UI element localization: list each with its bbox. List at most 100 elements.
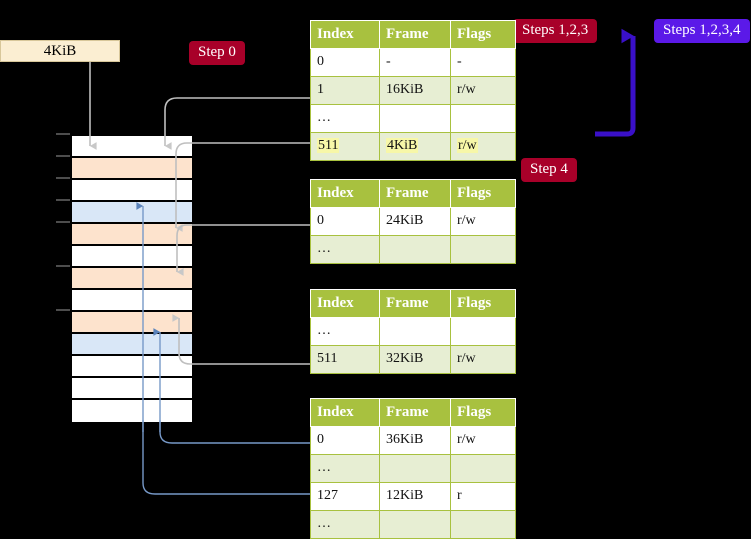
table-cell: 0 (310, 48, 380, 77)
memory-frame-row (72, 334, 192, 356)
table-cell: r/w (450, 345, 516, 374)
table-cell: 0 (310, 207, 380, 236)
table-cell: … (310, 317, 380, 346)
physical-memory-column (70, 134, 194, 424)
table-row: 511 4KiB r/w (310, 132, 516, 161)
table-cell (450, 235, 516, 264)
column-header-flags: Flags (450, 20, 516, 49)
table-cell (379, 317, 451, 346)
wire-table0-row511 (175, 142, 310, 232)
table-cell: 12KiB (379, 482, 451, 511)
wire-table3-row127-seg (142, 420, 310, 495)
column-header-frame: Frame (379, 179, 451, 208)
memory-tick-mark (56, 265, 70, 267)
badge-label: Step 0 (198, 44, 236, 60)
memory-column-divider (136, 136, 138, 422)
table-cell: 1 (310, 76, 380, 105)
table-cell: … (310, 454, 380, 483)
highlighted-value: 4KiB (386, 138, 419, 153)
table-row: … (310, 317, 516, 346)
frame-size-box: 4KiB (0, 40, 120, 62)
table-row: … (310, 510, 516, 539)
badge-label: Step 4 (530, 161, 568, 177)
column-header-frame: Frame (379, 20, 451, 49)
table-cell (379, 104, 451, 133)
table-cell: 32KiB (379, 345, 451, 374)
memory-frame-row (72, 290, 192, 312)
memory-frame-row (72, 312, 192, 334)
table-cell: … (310, 104, 380, 133)
memory-tick-mark (56, 133, 70, 135)
column-header-index: Index (310, 20, 380, 49)
memory-frame-row (72, 136, 192, 158)
table-cell (450, 454, 516, 483)
memory-frame-row (72, 202, 192, 224)
table-cell: r (450, 482, 516, 511)
badge-steps-123: Steps 1,2,3 (513, 19, 598, 43)
table-cell: … (310, 510, 380, 539)
memory-frame-row (72, 158, 192, 180)
memory-frame-row (72, 246, 192, 268)
table-cell: r/w (450, 426, 516, 455)
badge-label: Steps 1,2,3 (522, 22, 589, 38)
wire-table2-row511 (172, 314, 310, 365)
wire-table1-row0 (176, 224, 310, 276)
badge-step-4: Step 4 (521, 158, 577, 182)
column-header-frame: Frame (379, 289, 451, 318)
highlighted-value: r/w (457, 138, 478, 153)
table-cell: 16KiB (379, 76, 451, 105)
table-cell: - (379, 48, 451, 77)
badge-steps-1234: Steps 1,2,3,4 (654, 19, 750, 43)
table-row: … (310, 235, 516, 264)
memory-frame-row (72, 356, 192, 378)
table-cell: 511 (310, 345, 380, 374)
column-header-flags: Flags (450, 179, 516, 208)
table-cell (379, 235, 451, 264)
table-cell: 36KiB (379, 426, 451, 455)
table-row: … (310, 104, 516, 133)
table-cell (450, 510, 516, 539)
memory-frame-row (72, 224, 192, 246)
memory-frame-row (72, 400, 192, 422)
memory-tick-mark (56, 309, 70, 311)
memory-tick-mark (56, 155, 70, 157)
table-cell: - (450, 48, 516, 77)
badge-label: Steps 1,2,3,4 (663, 22, 741, 38)
table-cell (379, 454, 451, 483)
table-cell (450, 104, 516, 133)
table-cell: r/w (450, 207, 516, 236)
frame-size-label: 4KiB (43, 42, 77, 59)
memory-tick-mark (56, 221, 70, 223)
memory-frame-row (72, 268, 192, 290)
highlighted-value: 511 (317, 138, 340, 153)
table-row: … (310, 454, 516, 483)
table-cell: 511 (310, 132, 380, 161)
table-cell: 4KiB (379, 132, 451, 161)
table-cell: 127 (310, 482, 380, 511)
table-cell (450, 317, 516, 346)
column-header-index: Index (310, 398, 380, 427)
table-cell: r/w (450, 132, 516, 161)
wire-steps-bracket (595, 28, 636, 137)
table-cell: 24KiB (379, 207, 451, 236)
column-header-flags: Flags (450, 398, 516, 427)
memory-tick-mark (56, 199, 70, 201)
table-cell: … (310, 235, 380, 264)
memory-tick-mark (56, 177, 70, 179)
column-header-index: Index (310, 289, 380, 318)
column-header-frame: Frame (379, 398, 451, 427)
